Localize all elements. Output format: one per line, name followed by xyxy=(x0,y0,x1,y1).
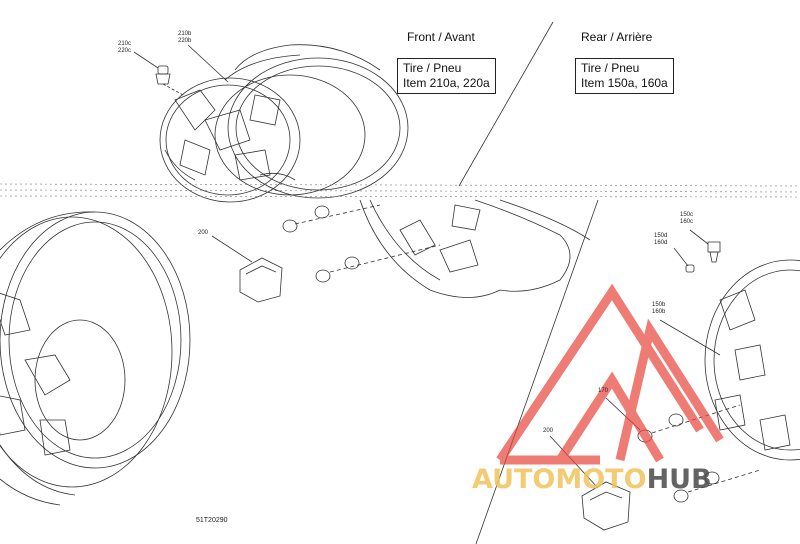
rear-tire-box: Tire / Pneu Item 150a, 160a xyxy=(575,58,674,94)
callout-front-wheel: 210b 220b xyxy=(178,31,192,44)
front-valve-stem xyxy=(155,65,186,97)
divider-line-upper xyxy=(458,21,554,187)
rear-tire-items: Item 150a, 160a xyxy=(581,76,668,90)
callout-rear-hub-cap: 200 xyxy=(543,428,554,434)
rear-wheel-drawing xyxy=(704,259,800,461)
front-tire-box: Tire / Pneu Item 210a, 220a xyxy=(397,58,496,94)
rear-valve-stem xyxy=(673,229,721,273)
front-wheel-nuts xyxy=(282,204,441,283)
divider-line-lower xyxy=(475,199,599,544)
front-wheel-lower xyxy=(359,199,591,298)
callout-rear-nut: 170 xyxy=(598,388,609,394)
front-section-title: Front / Avant xyxy=(407,30,475,44)
scan-noise-band xyxy=(0,183,800,198)
callout-front-valve: 210c 220c xyxy=(118,41,132,54)
callout-rear-valve: 150c 160c xyxy=(680,212,694,225)
rear-section-title: Rear / Arrière xyxy=(581,30,653,44)
document-id: 51T20290 xyxy=(196,517,228,524)
front-tire-label: Tire / Pneu xyxy=(403,61,462,75)
watermark-text-part1: AUTOMOTO xyxy=(472,464,647,495)
callout-rear-wheel: 150b 160b xyxy=(652,302,666,315)
callout-front-hub-cap: 200 xyxy=(198,230,209,236)
rear-tire-label: Tire / Pneu xyxy=(581,61,640,75)
watermark-text: AUTOMOTOHUB xyxy=(472,464,712,495)
front-wheel-drawing xyxy=(159,44,409,203)
watermark-logo-shape xyxy=(496,283,724,465)
front-hub-cap xyxy=(211,235,283,303)
front-tire-items: Item 210a, 220a xyxy=(403,76,490,90)
lower-left-wheel-drawing xyxy=(0,211,191,506)
watermark-text-part2: HUB xyxy=(646,464,712,495)
callout-rear-valve-cap: 150d 160d xyxy=(654,233,668,246)
